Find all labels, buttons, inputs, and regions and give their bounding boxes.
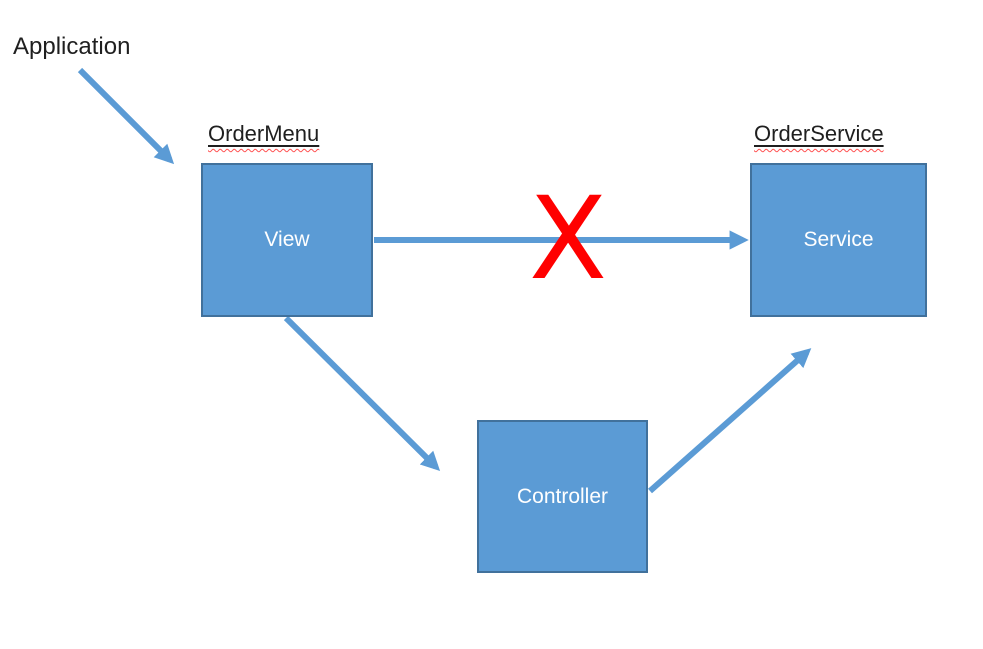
controller-box: Controller [477, 420, 648, 573]
order-service-label-text: OrderService [754, 121, 884, 146]
arrow-controller-to-service [648, 348, 812, 494]
view-box: View [201, 163, 373, 317]
order-menu-label-text: OrderMenu [208, 121, 320, 146]
controller-box-label: Controller [516, 484, 609, 508]
arrow-application-to-view [77, 67, 175, 165]
order-menu-label: OrderMenu [208, 121, 319, 147]
service-box: Service [750, 163, 927, 317]
application-annotation: Application [13, 33, 131, 60]
view-box-label: View [264, 228, 310, 251]
arrow-view-to-controller [283, 315, 441, 472]
service-box-label: Service [803, 228, 874, 251]
blocked-connection-x-mark: X [528, 172, 608, 305]
order-service-label: OrderService [754, 121, 884, 147]
